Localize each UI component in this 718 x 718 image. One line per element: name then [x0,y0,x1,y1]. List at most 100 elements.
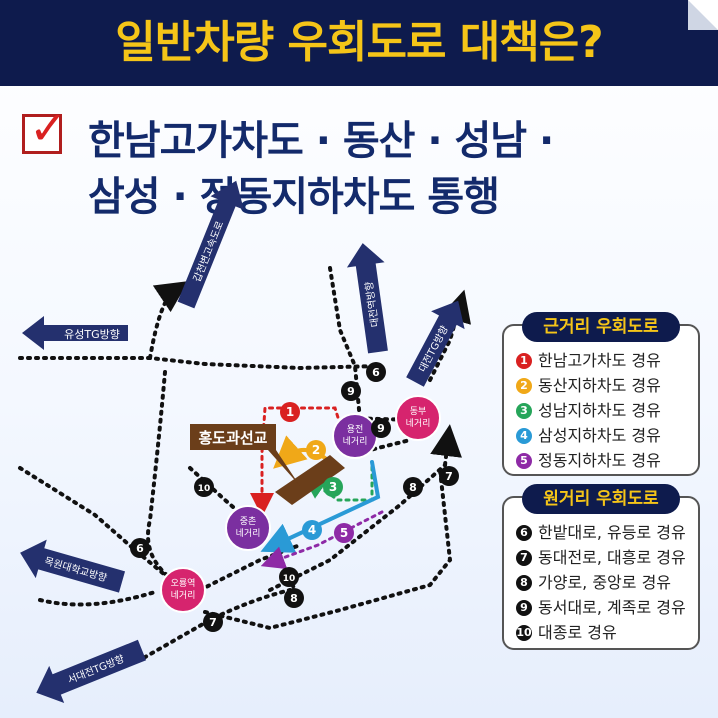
marker-far-10a: 10 [194,477,214,497]
page-title: 일반차량 우회도로 대책은? [115,17,603,68]
intersection-jungchon-line1: 중촌 [240,516,257,527]
intersection-oryong-line1: 오룡역 [171,578,196,589]
near-item-label: 성남지하차도 경유 [538,401,661,420]
far-item: 9 동서대로, 계족로 경유 [516,595,686,620]
intersection-yongjeon: 용전 네거리 [332,413,378,459]
direction-arrow-mokwon: 목원대학교방향 [20,539,126,593]
marker-near-5: 5 [334,523,354,543]
svg-text:10: 10 [283,574,296,584]
direction-label-yuseong: 유성TG방향 [64,328,120,341]
bridge-overpass [275,455,345,505]
marker-far-8b: 8 [403,477,423,497]
svg-text:7: 7 [445,470,453,483]
far-item-label: 동서대로, 계족로 경유 [538,598,686,617]
marker-near-2: 2 [306,440,326,460]
direction-arrow-gapcheon: 갑천변고속도로 [177,180,244,309]
marker-far-6a: 6 [130,538,150,558]
svg-text:6: 6 [136,542,144,555]
number-badge-icon: 4 [516,427,532,444]
svg-text:3: 3 [329,480,337,494]
intersection-dongbu: 동부 네거리 [395,395,441,441]
svg-text:7: 7 [209,616,217,629]
svg-text:10: 10 [198,484,211,494]
number-badge-icon: 7 [516,549,532,566]
near-item-label: 동산지하차도 경유 [538,376,661,395]
near-route-markers: 1 2 3 4 5 [280,402,354,543]
svg-text:9: 9 [347,385,355,398]
svg-text:8: 8 [409,481,417,494]
number-badge-icon: 6 [516,524,532,541]
far-item: 10 대종로 경유 [516,620,686,645]
far-item: 6 한밭대로, 유등로 경유 [516,520,686,545]
near-item: 2 동산지하차도 경유 [516,373,661,398]
number-badge-icon: 10 [516,624,532,641]
legend-near-detour: 근거리 우회도로 1 한남고가차도 경유 2 동산지하차도 경유 3 성남지하차도 경유 4… [502,312,700,476]
marker-near-3: 3 [323,477,343,497]
marker-far-9a: 9 [341,381,361,401]
far-item: 8 가양로, 중앙로 경유 [516,570,686,595]
marker-far-10b: 10 [279,567,299,587]
intersection-yongjeon-line2: 네거리 [343,436,368,447]
far-item-label: 가양로, 중앙로 경유 [538,573,672,592]
direction-arrow-daejeon-station: 대전역방향 [346,243,388,354]
subtitle-line-2: 삼성 · 정동지하차도 통행 [88,174,500,220]
check-box-icon: ✓ [22,105,68,154]
near-item-label: 삼성지하차도 경유 [538,426,661,445]
marker-far-6b: 6 [366,362,386,382]
far-item-label: 한밭대로, 유등로 경유 [538,523,686,542]
near-item: 3 성남지하차도 경유 [516,398,661,423]
svg-text:6: 6 [372,366,380,379]
near-item-label: 정동지하차도 경유 [538,451,661,470]
direction-arrow-daejeon-tg: 대전TG방향 [406,300,465,387]
bridge-label-box: 홍도과선교 [190,424,300,486]
near-item: 1 한남고가차도 경유 [516,348,661,373]
intersection-yongjeon-line1: 용전 [347,424,364,435]
near-item: 4 삼성지하차도 경유 [516,423,661,448]
direction-arrow-yuseong: 유성TG방향 [22,316,128,350]
svg-text:1: 1 [286,405,294,419]
legend-near-list: 1 한남고가차도 경유 2 동산지하차도 경유 3 성남지하차도 경유 4 삼성지하차도 경유… [516,348,661,473]
number-badge-icon: 5 [516,452,532,469]
bridge-label: 홍도과선교 [198,429,267,447]
svg-text:2: 2 [312,443,320,457]
intersection-dongbu-line1: 동부 [410,406,427,417]
far-item-label: 동대전로, 대흥로 경유 [538,548,686,567]
number-badge-icon: 9 [516,599,532,616]
svg-text:8: 8 [290,592,298,605]
intersection-jungchon: 중촌 네거리 [225,505,271,551]
near-item-label: 한남고가차도 경유 [538,351,661,370]
legend-near-title: 근거리 우회도로 [522,312,680,342]
route-5-line [260,510,384,570]
marker-far-8a: 8 [284,588,304,608]
marker-near-4: 4 [302,520,322,540]
number-badge-icon: 8 [516,574,532,591]
subtitle-line-1: 한남고가차도 · 동산 · 성남 · [88,118,554,164]
number-badge-icon: 3 [516,402,532,419]
number-badge-icon: 1 [516,352,532,369]
marker-near-1: 1 [280,402,300,422]
svg-text:5: 5 [340,526,348,540]
svg-text:9: 9 [377,422,385,435]
intersection-dongbu-line2: 네거리 [406,418,431,429]
far-item: 7 동대전로, 대흥로 경유 [516,545,686,570]
intersection-jungchon-line2: 네거리 [236,528,261,539]
svg-text:4: 4 [308,523,316,537]
intersection-oryong-line2: 네거리 [171,590,196,601]
intersection-oryong: 오룡역 네거리 [160,567,206,613]
number-badge-icon: 2 [516,377,532,394]
far-route-markers: 6 6 7 7 8 8 9 9 10 10 [130,362,459,632]
header-banner: 일반차량 우회도로 대책은? [0,0,718,86]
near-item: 5 정동지하차도 경유 [516,448,661,473]
marker-far-7a: 7 [203,612,223,632]
direction-arrow-seodaejeon: 서대전TG방향 [36,639,147,704]
marker-far-9b: 9 [371,418,391,438]
check-mark-icon: ✓ [29,101,68,155]
page-corner-fold [688,0,718,30]
far-item-label: 대종로 경유 [538,623,617,642]
route-1-line [250,406,347,517]
marker-far-7b: 7 [439,466,459,486]
